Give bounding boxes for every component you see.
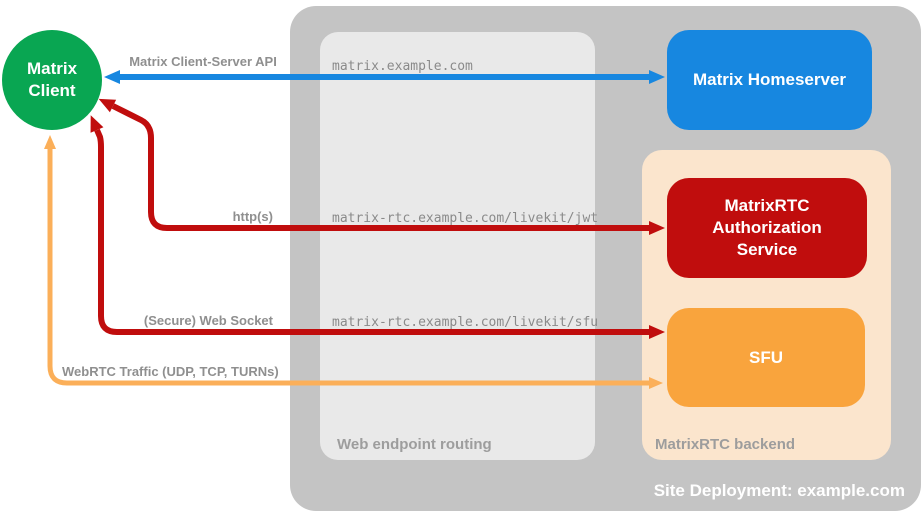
- https-label: http(s): [232, 209, 273, 224]
- webrtc-traffic-label: WebRTC Traffic (UDP, TCP, TURNs): [62, 364, 279, 379]
- web-endpoint-routing-label: Web endpoint routing: [337, 436, 492, 453]
- matrixrtc-authorization-service-node: MatrixRTC Authorization Service: [667, 178, 867, 278]
- web-endpoint-routing-box: [320, 32, 595, 460]
- web-socket-label: (Secure) Web Socket: [143, 313, 273, 328]
- matrix-homeserver-node: Matrix Homeserver: [667, 30, 872, 130]
- matrix-client-node: Matrix Client: [2, 30, 102, 130]
- site-deployment-label: Site Deployment: example.com: [653, 481, 905, 500]
- jwt-endpoint-url: matrix-rtc.example.com/livekit/jwt: [332, 211, 599, 226]
- matrixrtc-backend-label: MatrixRTC backend: [655, 436, 796, 453]
- sfu-node: SFU: [667, 308, 865, 407]
- matrix-endpoint-url: matrix.example.com: [332, 59, 473, 74]
- client-server-api-label: Matrix Client-Server API: [129, 54, 277, 69]
- sfu-endpoint-url: matrix-rtc.example.com/livekit/sfu: [332, 315, 599, 330]
